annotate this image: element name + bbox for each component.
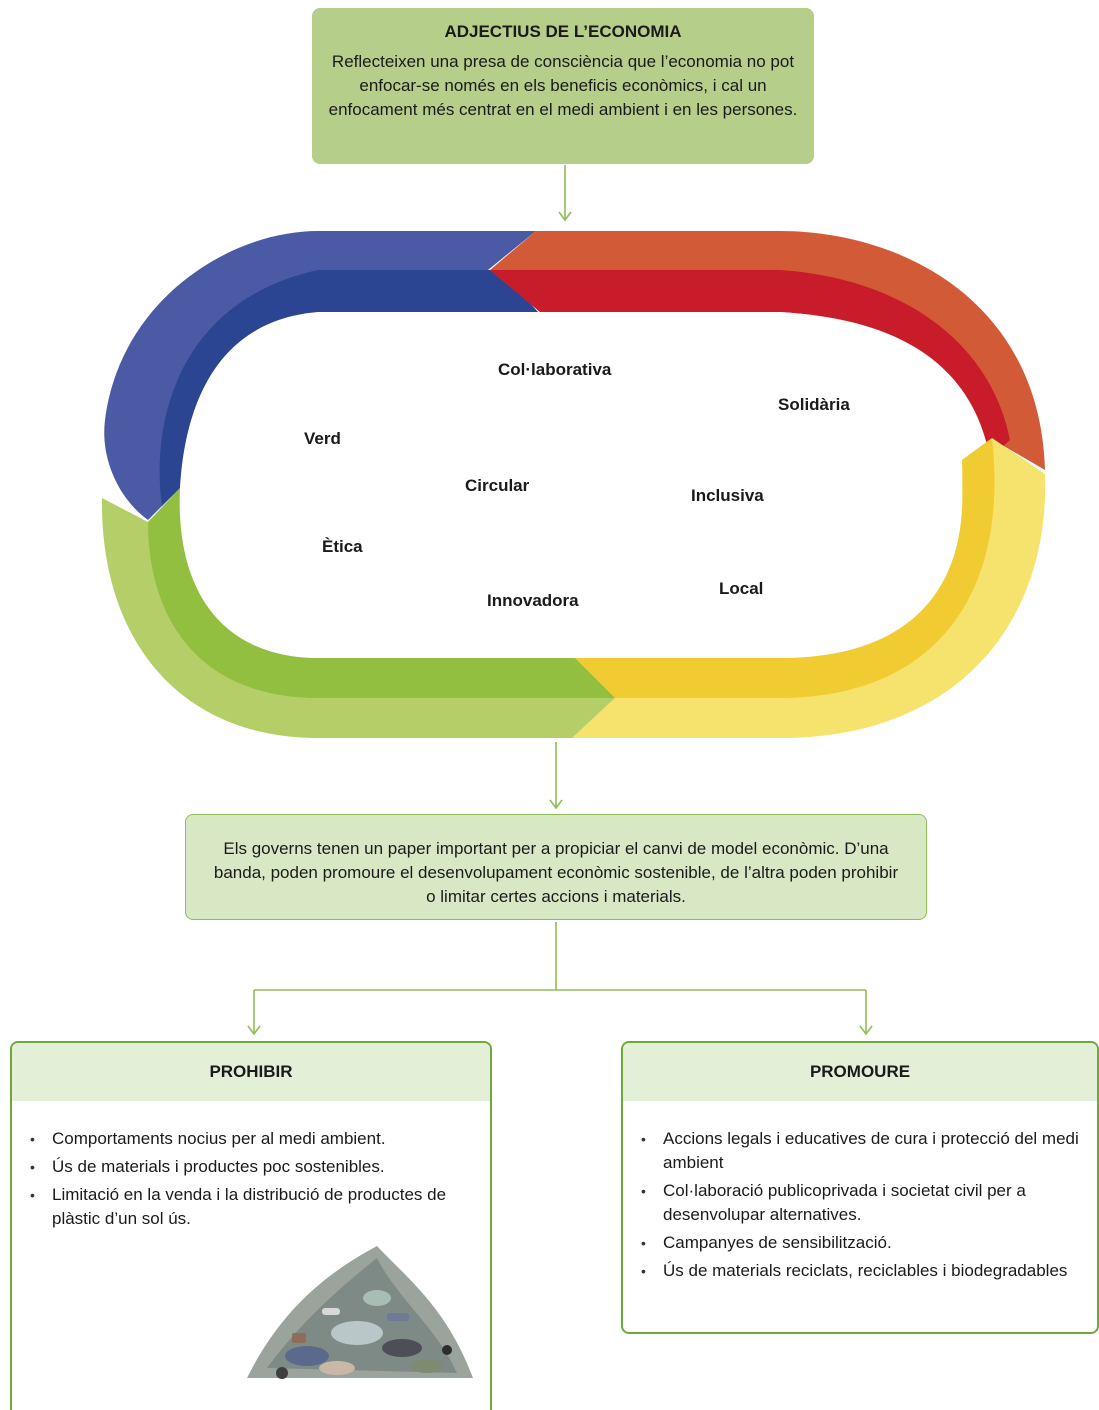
list-item: Accions legals i educatives de cura i pr… xyxy=(641,1127,1079,1175)
prohibir-list: Comportaments nocius per al medi ambient… xyxy=(12,1101,490,1231)
word-circular: Circular xyxy=(465,476,530,495)
connector-arrow-middle xyxy=(549,742,563,810)
list-item: Ús de materials i productes poc sostenib… xyxy=(30,1155,472,1179)
connector-arrow-top xyxy=(558,165,572,222)
word-verd: Verd xyxy=(304,429,341,448)
economy-cycle-ring xyxy=(101,231,1046,738)
word-local: Local xyxy=(719,579,764,598)
ring-segment-green-inner xyxy=(148,488,615,698)
ring-segment-yellow-inner xyxy=(575,438,995,698)
connector-branch xyxy=(247,922,873,1036)
ring-interior xyxy=(180,312,963,658)
prohibir-panel: PROHIBIR Comportaments nocius per al med… xyxy=(10,1041,492,1410)
adjectives-description: Reflecteixen una presa de consciència qu… xyxy=(328,52,798,119)
word-solidaria: Solidària xyxy=(778,395,850,414)
prohibir-title: PROHIBIR xyxy=(12,1043,490,1101)
list-item: Col·laboració publicoprivada i societat … xyxy=(641,1179,1079,1227)
list-item: Comportaments nocius per al medi ambient… xyxy=(30,1127,472,1151)
word-inclusiva: Inclusiva xyxy=(691,486,764,505)
list-item: Campanyes de sensibilització. xyxy=(641,1231,1079,1255)
promoure-panel: PROMOURE Accions legals i educatives de … xyxy=(621,1041,1099,1334)
list-item: Ús de materials reciclats, reciclables i… xyxy=(641,1259,1079,1283)
plastic-waste-pile-image xyxy=(247,1246,473,1379)
adjectives-box: ADJECTIUS DE L’ECONOMIA Reflecteixen una… xyxy=(312,8,814,164)
adjectives-title: ADJECTIUS DE L’ECONOMIA xyxy=(444,22,682,41)
list-item: Limitació en la venda i la distribució d… xyxy=(30,1183,472,1231)
ring-segment-red-inner xyxy=(490,270,1010,458)
promoure-list: Accions legals i educatives de cura i pr… xyxy=(623,1101,1097,1283)
word-etica: Ètica xyxy=(322,537,363,556)
promoure-title: PROMOURE xyxy=(623,1043,1097,1101)
word-collaborativa: Col·laborativa xyxy=(498,360,612,379)
governments-box: Els governs tenen un paper important per… xyxy=(185,814,927,920)
ring-segment-blue-inner xyxy=(159,270,538,506)
word-innovadora: Innovadora xyxy=(487,591,579,610)
